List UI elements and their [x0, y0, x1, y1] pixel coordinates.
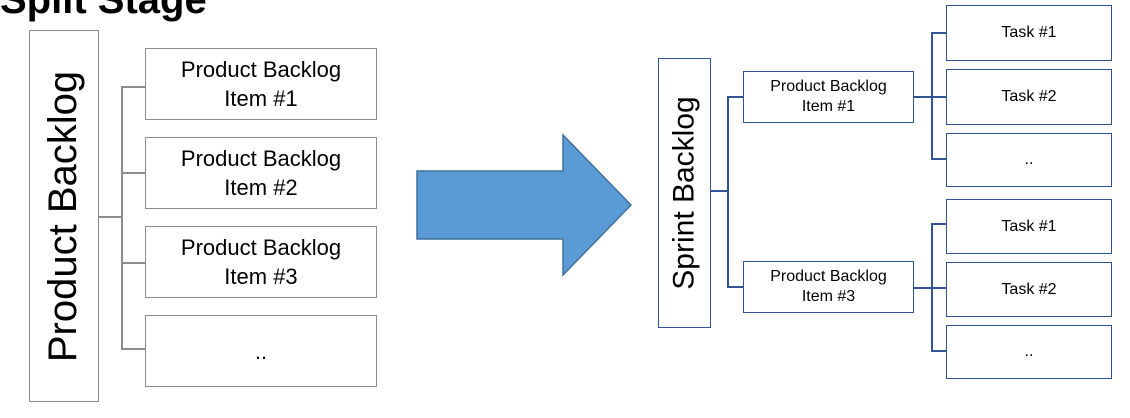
task-spine [931, 32, 933, 158]
product-backlog-spine [121, 86, 123, 348]
sprint-item-1: Product Backlog Item #1 [743, 71, 914, 123]
product-backlog-branch [121, 262, 145, 264]
task-box: .. [946, 133, 1112, 187]
task-box: .. [946, 325, 1112, 379]
item-label: Product Backlog Item #3 [770, 268, 887, 305]
product-backlog-item-2: Product Backlog Item #2 [145, 137, 377, 209]
sprint-backlog-branch [727, 286, 743, 288]
product-backlog-title: Product Backlog [41, 70, 86, 362]
task-box: Task #2 [946, 262, 1112, 317]
item-label: Product Backlog Item #1 [770, 78, 887, 115]
task-branch [931, 96, 946, 98]
item-label: .. [254, 338, 268, 364]
task-branch [931, 223, 946, 225]
product-backlog-connector [99, 216, 121, 218]
task-label: Task #2 [1001, 280, 1057, 298]
task-connector [914, 287, 931, 289]
arrow-shape [416, 133, 633, 277]
item-label: Product Backlog Item #3 [180, 235, 342, 289]
task-box: Task #1 [946, 5, 1112, 61]
product-backlog-item-ellipsis: .. [145, 315, 377, 387]
task-branch [931, 32, 946, 34]
task-branch [931, 350, 946, 352]
sprint-backlog-title-box: Sprint Backlog [658, 58, 711, 328]
sprint-backlog-connector [711, 190, 727, 192]
product-backlog-item-1: Product Backlog Item #1 [145, 48, 377, 120]
task-box: Task #2 [946, 69, 1112, 125]
sprint-backlog-title: Sprint Backlog [667, 96, 701, 290]
item-label: Product Backlog Item #2 [180, 146, 342, 200]
sprint-item-3: Product Backlog Item #3 [743, 261, 914, 313]
product-backlog-branch [121, 86, 145, 88]
sprint-backlog-branch [727, 96, 743, 98]
task-label: .. [1024, 343, 1034, 360]
task-branch [931, 287, 946, 289]
task-label: .. [1024, 151, 1034, 168]
task-label: Task #1 [1001, 217, 1057, 235]
task-connector [914, 96, 931, 98]
product-backlog-branch [121, 172, 145, 174]
sprint-backlog-spine [727, 96, 729, 287]
product-backlog-title-box: Product Backlog [29, 30, 99, 402]
product-backlog-branch [121, 348, 145, 350]
item-label: Product Backlog Item #1 [180, 57, 342, 111]
task-box: Task #1 [946, 199, 1112, 254]
task-branch [931, 158, 946, 160]
product-backlog-item-3: Product Backlog Item #3 [145, 226, 377, 298]
task-label: Task #1 [1001, 24, 1057, 41]
task-label: Task #2 [1001, 88, 1057, 105]
right-arrow-icon [416, 133, 633, 277]
page-heading: Split Stage [0, 0, 207, 22]
task-spine [931, 223, 933, 350]
